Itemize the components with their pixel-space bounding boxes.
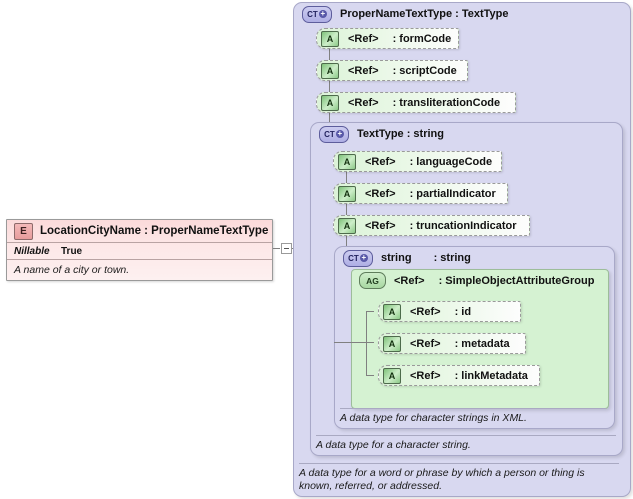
attribute-ref-label: <Ref> <box>410 337 441 350</box>
element-locationcityname-box[interactable]: E LocationCityName : ProperNameTextType … <box>6 219 273 281</box>
complextype-title-string-base: : string <box>433 252 471 264</box>
expand-plus-icon: + <box>335 129 344 138</box>
attribute-ref-label: <Ref> <box>348 96 379 109</box>
attribute-id[interactable]: A <Ref> : id <box>378 301 521 322</box>
attribute-name-label: : transliterationCode <box>392 96 501 109</box>
attribute-name-label: : partialIndicator <box>409 187 496 200</box>
element-property-name: Nillable <box>14 245 50 257</box>
attribute-ref-label: <Ref> <box>410 305 441 318</box>
complextype-title-string-name: string <box>381 252 412 264</box>
element-documentation: A name of a city or town. <box>14 264 130 276</box>
attribute-name-label: : scriptCode <box>392 64 457 77</box>
attribute-badge-icon: A <box>383 303 401 320</box>
attribute-ref-label: <Ref> <box>348 32 379 45</box>
attribute-badge-icon: A <box>321 62 339 79</box>
attribute-name-label: : linkMetadata <box>454 369 528 382</box>
tree-branch-metadata <box>366 342 374 343</box>
complextype-badge-icon: CT+ <box>319 125 349 143</box>
connector-wire-element-to-toggle <box>273 248 282 249</box>
attribute-truncationindicator[interactable]: A <Ref> : truncationIndicator <box>333 215 530 236</box>
complextype-header-propernametexttype: CT+ ProperNameTextType : TextType <box>294 3 509 25</box>
attribute-badge-icon: A <box>338 185 356 202</box>
attribute-name-label: : id <box>454 305 472 318</box>
attribute-name-label: : metadata <box>454 337 510 350</box>
attribute-transliterationcode[interactable]: A <Ref> : transliterationCode <box>316 92 516 113</box>
complextype-badge-label: CT <box>324 129 335 139</box>
attribute-name-label: : languageCode <box>409 155 493 168</box>
attribute-badge-icon: A <box>338 217 356 234</box>
attribute-metadata[interactable]: A <Ref> : metadata <box>378 333 526 354</box>
attribute-ref-label: <Ref> <box>348 64 379 77</box>
complextype-badge-label: CT <box>348 253 359 263</box>
attribute-partialindicator[interactable]: A <Ref> : partialIndicator <box>333 183 508 204</box>
attribute-badge-icon: A <box>383 335 401 352</box>
element-header: E LocationCityName : ProperNameTextType <box>7 220 272 243</box>
attribute-ref-label: <Ref> <box>365 187 396 200</box>
tree-connector-string-in <box>334 342 366 343</box>
element-property-value: True <box>61 245 83 257</box>
attribute-badge-icon: A <box>383 367 401 384</box>
attribute-badge-icon: A <box>338 153 356 170</box>
attribute-ref-label: <Ref> <box>365 155 396 168</box>
complextype-title-propernametexttype: ProperNameTextType : TextType <box>340 8 509 20</box>
attributegroup-ref-label: <Ref> <box>394 274 425 287</box>
element-property-row: Nillable True <box>7 243 272 260</box>
expand-plus-icon: + <box>318 9 327 18</box>
element-title: LocationCityName : ProperNameTextType <box>40 225 269 237</box>
attributegroup-header: AG <Ref> : SimpleObjectAttributeGroup <box>352 270 594 291</box>
attribute-formcode[interactable]: A <Ref> : formCode <box>316 28 459 49</box>
expand-plus-icon: + <box>359 253 368 262</box>
documentation-texttype: A data type for a character string. <box>316 435 616 452</box>
expand-collapse-toggle-icon[interactable] <box>281 243 292 254</box>
documentation-string: A data type for character strings in XML… <box>340 408 606 425</box>
attributegroup-name-label: : SimpleObjectAttributeGroup <box>438 274 595 287</box>
attribute-name-label: : truncationIndicator <box>409 219 517 232</box>
attribute-badge-icon: A <box>321 94 339 111</box>
complextype-badge-icon: CT+ <box>343 249 373 267</box>
complextype-title-texttype: TextType : string <box>357 128 444 140</box>
attribute-name-label: : formCode <box>392 32 452 45</box>
tree-branch-linkmetadata <box>366 375 374 376</box>
attribute-badge-icon: A <box>321 30 339 47</box>
attribute-scriptcode[interactable]: A <Ref> : scriptCode <box>316 60 468 81</box>
complextype-badge-label: CT <box>307 9 318 19</box>
element-badge-icon: E <box>14 222 33 240</box>
complextype-header-texttype: CT+ TextType : string <box>311 123 444 145</box>
attributegroup-badge-icon: AG <box>359 272 386 289</box>
attribute-ref-label: <Ref> <box>410 369 441 382</box>
complextype-header-string: CT+ string : string <box>335 247 471 269</box>
attribute-languagecode[interactable]: A <Ref> : languageCode <box>333 151 502 172</box>
attribute-linkmetadata[interactable]: A <Ref> : linkMetadata <box>378 365 540 386</box>
documentation-propernametexttype: A data type for a word or phrase by whic… <box>299 463 619 493</box>
tree-trunk-attributegroup <box>366 311 367 376</box>
tree-branch-id <box>366 311 374 312</box>
attribute-ref-label: <Ref> <box>365 219 396 232</box>
complextype-badge-icon: CT+ <box>302 5 332 23</box>
